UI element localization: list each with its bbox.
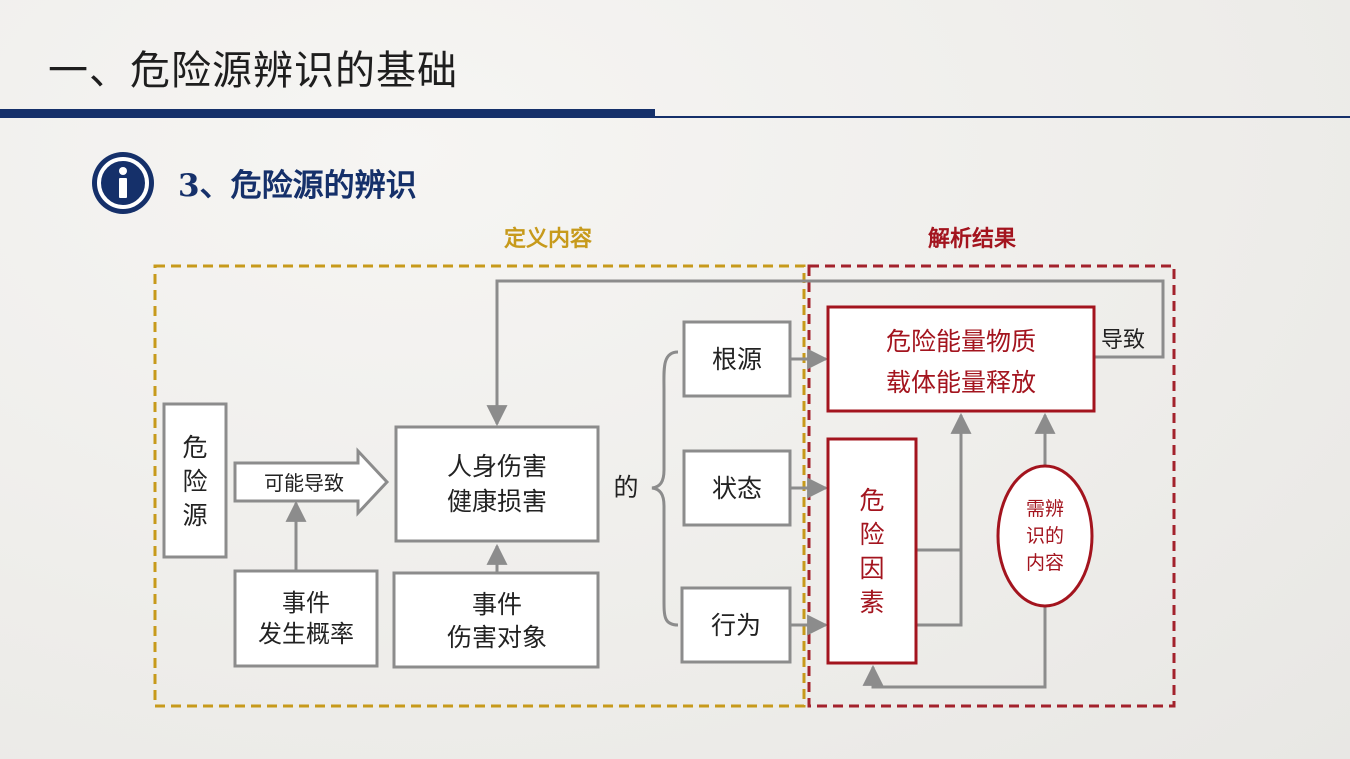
target-text-2: 伤害对象	[447, 623, 547, 652]
harm-text-1: 人身伤害	[447, 452, 547, 481]
target-box	[392, 571, 600, 669]
definition-section-label: 定义内容	[504, 226, 593, 252]
energy-text-1: 危险能量物质	[886, 327, 1036, 356]
page-title: 一、危险源辨识的基础	[48, 48, 458, 94]
harm-box	[394, 425, 600, 543]
identify-ellipse	[996, 464, 1094, 608]
identify-text-1: 需辨	[1026, 498, 1064, 520]
identify-text-3: 内容	[1026, 552, 1064, 574]
info-icon	[92, 152, 154, 214]
factor-to-energy-arrow	[916, 412, 972, 552]
state-box	[682, 449, 792, 527]
factor-box	[826, 437, 918, 665]
factor-text-4: 素	[859, 588, 884, 617]
title-underline-thin	[655, 116, 1350, 118]
identify-to-factor-arrow	[862, 606, 1047, 689]
de-label: 的	[613, 473, 638, 502]
behavior-box	[680, 586, 792, 664]
probability-text-1: 事件	[282, 589, 330, 617]
harm-text-2: 健康损害	[447, 487, 547, 516]
title-underline-thick	[0, 109, 655, 118]
probability-box	[233, 569, 379, 668]
may-cause-arrow	[233, 447, 390, 517]
root-box	[682, 320, 792, 398]
hazard-source-text-3: 源	[182, 501, 207, 530]
factor-text-3: 因	[859, 554, 884, 583]
lead-to-label: 导致	[1101, 328, 1145, 353]
factor-lower-connector	[916, 550, 963, 627]
probability-text-2: 发生概率	[258, 620, 354, 648]
hazard-source-text-1: 危	[182, 433, 207, 462]
brace	[651, 350, 679, 627]
energy-box	[826, 305, 1096, 413]
section-subtitle: 3、危险源的辨识	[178, 168, 417, 204]
hazard-source-box	[162, 402, 228, 559]
factor-text-2: 险	[859, 520, 884, 549]
analysis-section-label: 解析结果	[928, 226, 1017, 252]
feedback-arrow	[486, 279, 1165, 427]
hazard-source-text-2: 险	[182, 467, 207, 496]
identify-text-2: 识的	[1026, 525, 1064, 547]
definition-region	[153, 264, 806, 708]
energy-text-2: 载体能量释放	[886, 368, 1036, 397]
root-label: 根源	[712, 345, 762, 374]
behavior-label: 行为	[711, 611, 761, 640]
may-cause-label: 可能导致	[264, 471, 344, 495]
factor-text-1: 危	[859, 486, 884, 515]
target-text-1: 事件	[472, 590, 522, 619]
state-label: 状态	[712, 474, 762, 503]
analysis-region	[807, 264, 1176, 708]
